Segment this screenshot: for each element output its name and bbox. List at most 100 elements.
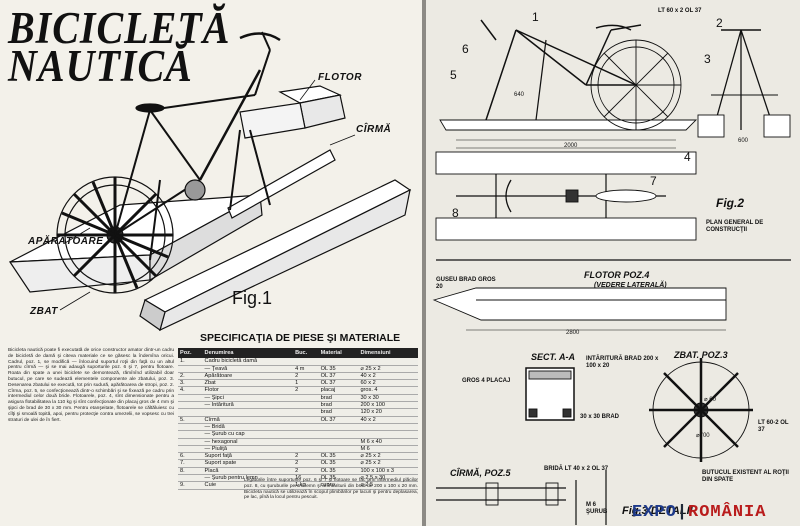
spec-cell: 1 [293,379,319,388]
spec-cell [293,423,319,432]
spec-cell [293,445,319,454]
spec-cell [358,430,418,439]
spec-cell: 9. [178,481,203,490]
butuc-label: BUTUCUL EXISTENT AL ROŢII DIN SPATE [702,470,789,483]
spec-cell [293,438,319,446]
spec-cell: OL 35 [318,365,359,373]
spec-cell: cupru [318,481,359,490]
spec-cell: — Piuliţă [202,445,294,454]
zbat-title: ZBAT. POZ.3 [674,350,728,360]
article-title-line1: BICICLETĂ [8,1,231,54]
spec-cell: Cîrmă [202,416,294,424]
part-number-4: 4 [684,150,691,164]
spec-cell [202,408,294,417]
spec-row: — Şurub cu cap [178,430,418,439]
technical-drawings [432,19,791,525]
spec-cell: gros. 4 [358,386,418,395]
spec-cell: 8. [178,467,203,476]
spec-cell [293,430,319,439]
part-number-2: 2 [716,16,723,30]
spec-cell: 1. [178,358,203,366]
spec-cell [293,416,319,424]
spec-cell [293,401,319,410]
spec-cell: 2 [293,386,319,395]
right-page: 1 2 3 4 5 6 7 8 LT 60 x 2 OL 37 2000 280… [426,0,800,526]
spec-header-cell: Material [318,348,359,359]
page-gutter [422,0,426,526]
spec-cell: 120 x 20 [358,408,418,417]
dim-640: 640 [514,92,525,98]
spec-cell: 6. [178,452,203,461]
spec-cell [358,358,418,366]
spec-cell: — Şurub cu cap [202,430,294,439]
spec-cell: 40 x 2 [358,372,418,381]
part-number-5: 5 [450,68,457,82]
spec-cell: 60 x 2 [358,379,418,388]
spec-header-cell: Buc. [293,348,319,359]
spec-cell: 16 [293,474,319,483]
spec-cell: OL 37 [318,379,359,388]
surub-label: M 6 ŞURUB [586,502,608,515]
spec-cell: 5. [178,416,203,424]
spec-cell: 4. [178,386,203,395]
watermark-part2: | [676,503,689,522]
spec-cell: 2 [293,459,319,468]
dim-2800: 2800 [566,330,580,336]
spec-cell: 2 [293,467,319,476]
spec-cell: ⌀ 2,5 [358,481,418,490]
spec-row: 1.Cadru bicicletă damă [178,358,418,366]
spec-cell: — Şipci [202,394,294,403]
spec-cell: — Bridă [202,423,294,432]
spec-cell: brad [318,408,359,417]
zbat-lt-label: LT 60-2 OL 37 [758,420,789,433]
spec-cell [293,358,319,366]
part-number-3: 3 [704,52,711,66]
plan-general-label: PLAN GENERAL DE CONSTRUCŢII [706,220,764,233]
spec-cell: 2 [293,452,319,461]
figure-2-label: Fig.2 [716,196,745,210]
spec-cell: OL 37 [318,416,359,424]
part-number-7: 7 [650,174,657,188]
spec-cell [293,408,319,417]
spec-cell [358,423,418,432]
brida-label: BRIDĂ LT 40 x 2 OL 37 [544,466,609,472]
spec-header-cell: Poz. [178,348,203,359]
figure-1-label: Fig.1 [232,288,273,308]
spec-cell: OL 37 [318,372,359,381]
spec-cell: OL 35 [318,452,359,461]
spec-cell [318,445,359,454]
spec-cell: 2. [178,372,203,381]
spec-cell: Suport faţă [202,452,294,461]
lt-profile-label: LT 60 x 2 OL 37 [658,8,702,14]
spec-cell [178,401,203,410]
spec-cell: — hexagonal [202,438,294,446]
brad-label: 30 x 30 BRAD [580,414,620,420]
spec-cell: 4 m [293,365,319,373]
spec-cell: Zbat [202,379,294,388]
spec-cell [318,423,359,432]
intaritura-label: INTĂRITURĂ BRAD 200 x 100 x 20 [586,356,659,369]
spec-table-title: SPECIFICAŢIA DE PIESE ŞI MATERIALE [200,332,401,344]
spec-cell [178,408,203,417]
dim-600: 600 [738,138,749,144]
spec-cell: 2 [293,372,319,381]
spec-cell: — Ţeavă [202,365,294,373]
spec-cell: placaj [318,386,359,395]
spec-cell [178,445,203,454]
spec-cell: OL 35 [318,459,359,468]
spec-cell [178,474,203,483]
spec-cell: brad [318,394,359,403]
spec-cell: 30 x 30 [358,394,418,403]
flotor-subtitle: (VEDERE LATERALĂ) [594,282,667,289]
spec-cell: brad [318,401,359,410]
